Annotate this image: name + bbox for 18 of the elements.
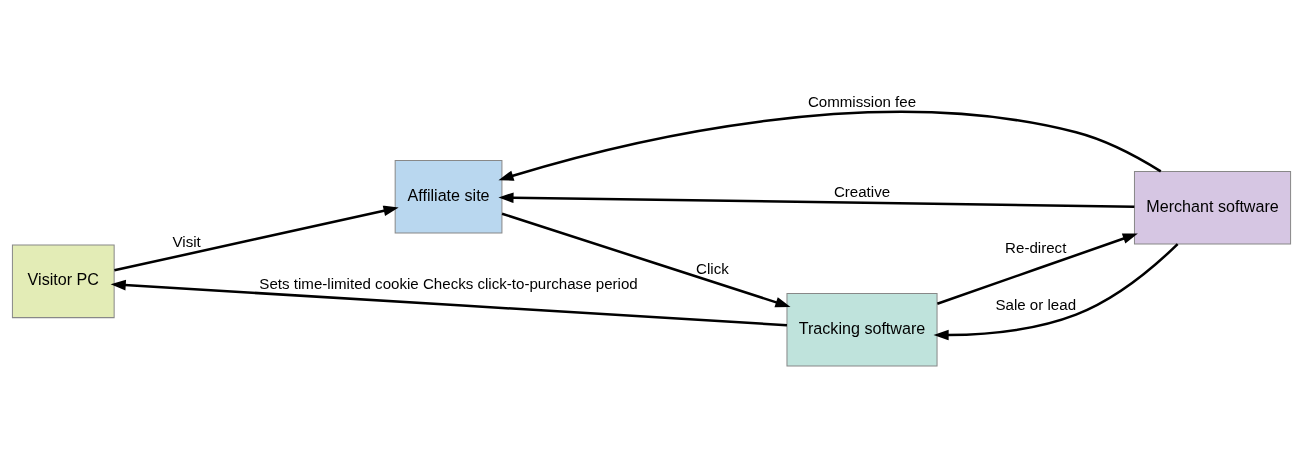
node-box: Affiliate site xyxy=(394,159,503,234)
edge-label: Sale or lead xyxy=(995,295,1077,313)
edge-label: Commission fee xyxy=(807,92,917,110)
node-box: Merchant software xyxy=(1133,170,1292,245)
edge-label: Creative xyxy=(833,182,891,200)
edge-label: Sets time-limited cookie Checks click-to-purchase period xyxy=(259,274,638,292)
arrow xyxy=(110,279,788,326)
arrow xyxy=(498,191,1135,208)
node-box: Tracking software xyxy=(786,292,938,366)
edge-label: Visit xyxy=(172,232,201,250)
arrow xyxy=(498,110,1162,181)
edge-label: Re-direct xyxy=(1005,238,1067,256)
arrow xyxy=(114,205,399,272)
arrow xyxy=(936,233,1138,305)
arrow xyxy=(933,242,1179,340)
node-box: Visitor PC xyxy=(11,244,115,318)
edge-label: Click xyxy=(696,259,729,277)
arrow xyxy=(501,212,791,307)
